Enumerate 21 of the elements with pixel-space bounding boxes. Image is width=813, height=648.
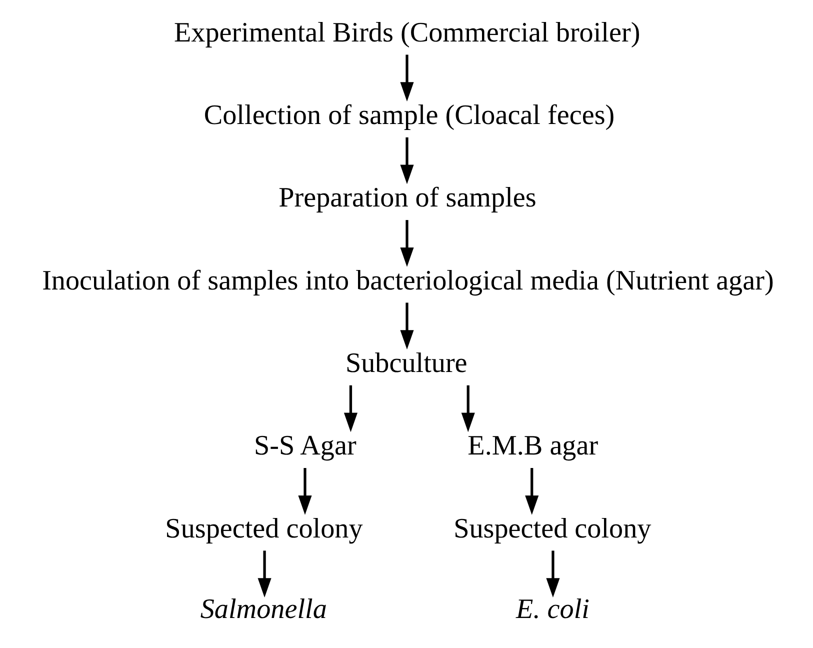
- node-text: Experimental Birds (Commercial broiler): [173, 17, 640, 48]
- node-text: E. coli: [516, 594, 589, 626]
- node-text: Subculture: [344, 348, 467, 380]
- node-text: Inoculation of samples into bacteriological media (Nutrient agar): [42, 265, 774, 296]
- node-text: Suspected colony: [453, 513, 651, 544]
- arrow: [400, 220, 414, 267]
- node-text: Preparation of samples: [278, 182, 536, 214]
- arrow: [400, 137, 414, 184]
- node-text: Salmonella: [200, 594, 326, 626]
- arrow: [524, 468, 538, 515]
- arrow: [298, 468, 312, 515]
- arrow: [400, 302, 414, 350]
- arrow: [400, 54, 414, 102]
- node-text: S-S Agar: [253, 430, 356, 462]
- arrow: [460, 385, 474, 432]
- node-text: Suspected colony: [164, 513, 362, 544]
- arrow: [343, 385, 357, 432]
- node-text: E.M.B agar: [467, 430, 598, 462]
- node-text: Collection of sample (Cloacal feces): [203, 100, 614, 132]
- arrow: [546, 550, 560, 598]
- arrow: [257, 550, 271, 598]
